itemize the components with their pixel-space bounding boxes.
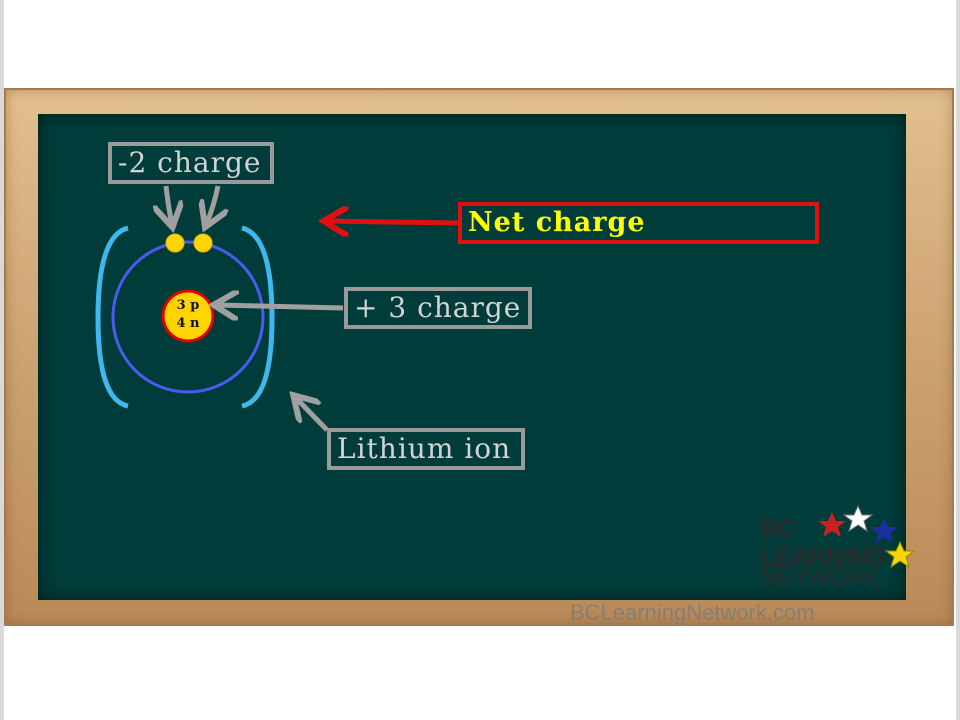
arrow-to-electron-2 — [206, 185, 218, 225]
bc-learning-network-logo — [818, 504, 916, 569]
chalkboard — [38, 114, 906, 600]
arrow-to-electron-1 — [166, 185, 172, 225]
logo-line-network: NETWORK — [760, 564, 880, 591]
ion-name-label: Lithium ion — [327, 428, 525, 470]
nucleus-neutrons: 4 n — [176, 316, 200, 331]
slide-edge-left — [0, 0, 4, 720]
arrow-to-ion — [295, 397, 329, 432]
left-bracket — [95, 225, 129, 409]
star-red-icon — [818, 512, 846, 537]
electrons-charge-label: -2 charge — [108, 142, 274, 184]
logo-line-learning: LEARNING — [760, 543, 887, 571]
electron-2 — [193, 233, 213, 253]
slide-edge-right — [956, 0, 960, 720]
arrow-net-charge — [326, 221, 459, 223]
star-blue-icon — [870, 518, 898, 543]
nucleus-charge-label: + 3 charge — [344, 287, 532, 329]
arrow-to-nucleus — [216, 305, 344, 308]
electron-1 — [165, 233, 185, 253]
logo-line-bc: BC — [760, 515, 796, 543]
net-charge-label: Net charge — [458, 202, 819, 244]
watermark-url: BCLearningNetwork.com — [570, 600, 815, 625]
nucleus-protons: 3 p — [177, 298, 200, 313]
right-bracket — [241, 225, 275, 409]
electron-orbit — [111, 240, 265, 394]
star-yellow-icon — [884, 540, 916, 569]
star-white-icon — [842, 504, 874, 533]
